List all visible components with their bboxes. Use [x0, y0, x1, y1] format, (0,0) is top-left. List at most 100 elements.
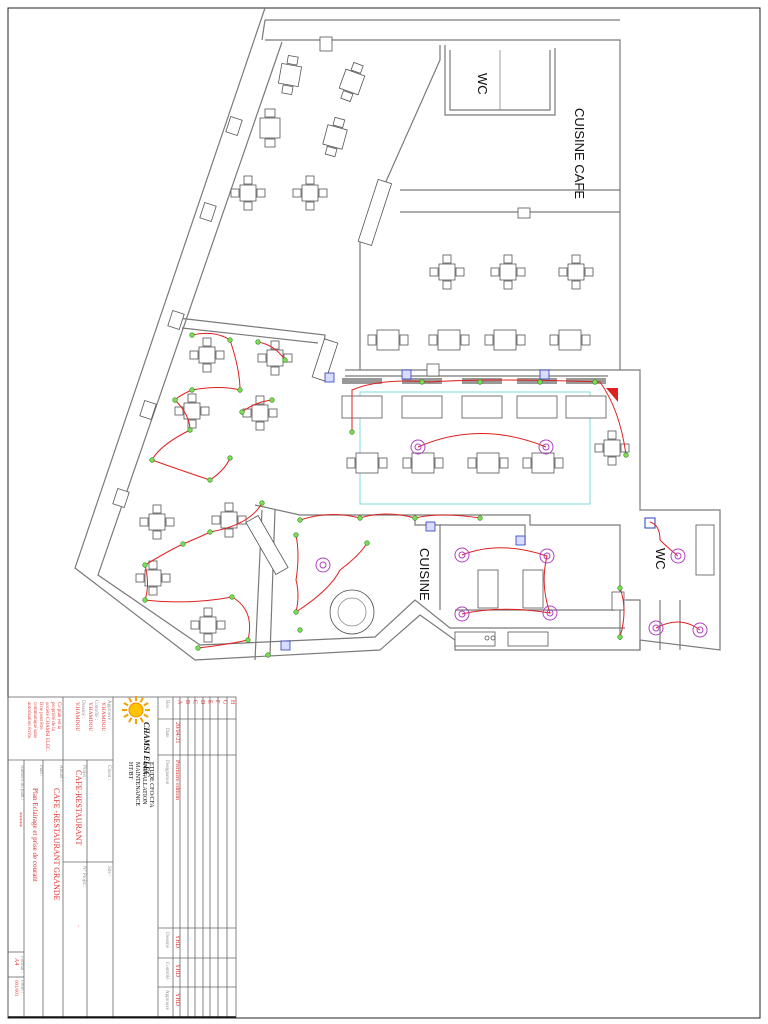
- outlet-icon: [189, 387, 195, 393]
- chair-icon: [490, 267, 500, 277]
- sun-ray: [143, 702, 149, 707]
- switch-box-icon: [280, 640, 291, 651]
- outlet-icon: [227, 455, 233, 461]
- revision-a-date: 20/04/21: [174, 722, 180, 743]
- outlet-icon: [255, 339, 261, 345]
- chair-icon: [255, 421, 265, 431]
- chair-icon: [264, 138, 276, 148]
- revision-letter: F: [214, 700, 220, 704]
- outlet-icon: [180, 541, 186, 547]
- outlet-icon: [195, 645, 201, 651]
- circuit-wire: [257, 341, 286, 361]
- chair-icon: [467, 457, 477, 469]
- chair-icon: [350, 61, 364, 74]
- ceiling-light-icon: [648, 620, 664, 636]
- circuit-wire: [619, 587, 625, 638]
- circuit-wire: [241, 399, 273, 413]
- chair-icon: [571, 280, 581, 290]
- chair-icon: [148, 560, 158, 570]
- room-label-cuisine: CUISINE: [417, 548, 432, 601]
- ceiling-light-icon: [538, 439, 554, 455]
- chair-icon: [148, 586, 158, 596]
- chair-icon: [434, 457, 444, 469]
- chair-icon: [581, 334, 591, 346]
- outlet-icon: [265, 652, 271, 658]
- outlet-icon: [349, 429, 355, 435]
- outlet-icon: [477, 515, 483, 521]
- chair-icon: [522, 457, 532, 469]
- chair-icon: [442, 254, 452, 264]
- chair-icon: [584, 267, 594, 277]
- table-icon: [259, 117, 281, 139]
- table-icon: [301, 184, 319, 202]
- outlet-icon: [245, 637, 251, 643]
- ceiling-light-icon-inner: [458, 551, 466, 559]
- chair-icon: [399, 334, 409, 346]
- banquette-icon: [566, 378, 606, 384]
- company-service: INSTALLATION: [141, 762, 147, 805]
- table-icon: [558, 329, 582, 351]
- table-icon: [376, 329, 400, 351]
- chair-icon: [216, 620, 226, 630]
- table-icon: [199, 616, 217, 634]
- circuit-wire: [351, 379, 627, 456]
- chair-icon: [305, 175, 315, 185]
- logo-text: CHAMSI ELEC: [142, 722, 151, 777]
- revision-letter: B: [184, 700, 190, 704]
- workshop-label: Atelier :: [58, 765, 63, 782]
- chair-icon: [503, 280, 513, 290]
- revision-a-designation: Première édition: [174, 760, 180, 800]
- ownership-notice: autorisation écrite.: [26, 702, 31, 739]
- table-icon: [411, 452, 435, 474]
- rev-header: Rev.: [164, 700, 169, 709]
- chair-icon: [174, 406, 184, 416]
- outlet-icon: [293, 609, 299, 615]
- plan-label: Plan :: [38, 765, 43, 777]
- revision-letter: G: [222, 700, 228, 705]
- ceiling-light-icon-inner: [674, 552, 682, 560]
- table-icon: [322, 124, 348, 150]
- chair-icon: [190, 620, 200, 630]
- ceiling-light-icon: [410, 439, 426, 455]
- booth-table-icon: [461, 395, 503, 419]
- chair-icon: [367, 334, 377, 346]
- table-icon: [355, 452, 379, 474]
- chair-icon: [243, 201, 253, 211]
- burner-icon: [490, 635, 496, 641]
- chair-icon: [135, 573, 145, 583]
- revision-letter: D: [199, 700, 205, 705]
- chair-icon: [554, 457, 564, 469]
- chair-icon: [139, 517, 149, 527]
- chair-icon: [346, 457, 356, 469]
- sun-ray: [123, 713, 129, 718]
- circuit-wire: [417, 433, 547, 448]
- table-icon: [277, 62, 303, 88]
- chair-icon: [211, 515, 221, 525]
- table-icon: [183, 402, 201, 420]
- cyan-zone: [359, 391, 591, 505]
- sun-ray: [128, 697, 133, 703]
- chair-icon: [270, 366, 280, 376]
- chair-icon: [286, 54, 299, 66]
- switch-box-icon: [515, 535, 526, 546]
- outlet-icon: [297, 517, 303, 523]
- revision-a-drawn: YHD: [174, 935, 180, 949]
- chair-icon: [224, 528, 234, 538]
- outlet-icon: [592, 379, 598, 385]
- chair-icon: [607, 456, 617, 466]
- chair-icon: [187, 419, 197, 429]
- chair-icon: [484, 334, 494, 346]
- chair-icon: [152, 504, 162, 514]
- circuit-wire: [655, 621, 701, 631]
- chair-icon: [203, 633, 213, 643]
- banquette-icon: [342, 378, 382, 384]
- plan-value: Plan Eclairage et prise de courant: [31, 788, 39, 882]
- chair-icon: [516, 267, 526, 277]
- checked-label: Contrôlé :: [93, 700, 98, 720]
- chair-icon: [549, 334, 559, 346]
- chair-icon: [324, 145, 338, 158]
- outlet-icon: [623, 452, 629, 458]
- circuit-wire: [295, 542, 368, 613]
- chair-icon: [571, 254, 581, 264]
- chair-icon: [442, 280, 452, 290]
